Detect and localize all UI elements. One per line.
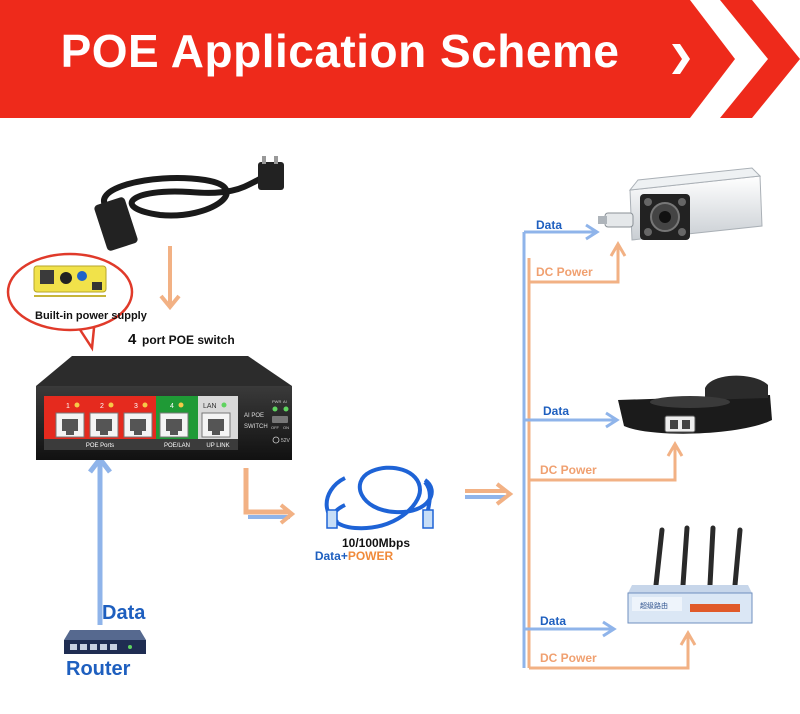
power-arrow [159,246,181,311]
wifi-router-icon: 超级路由 [627,525,753,624]
router-data-arrow [88,454,112,625]
cable-speed-label: 10/100Mbps [342,536,410,550]
wifi-power-label: DC Power [540,651,597,665]
header-banner [0,0,800,118]
switch-caption-text: port POE switch [142,333,235,347]
switch-word: SWITCH [244,424,268,430]
rj45-port-3 [123,412,153,438]
rj45-port-lan [201,412,231,438]
camera-power-label: DC Power [536,265,593,279]
power-cord-icon [94,156,284,251]
phone-branch [524,411,684,482]
page-title: POE Application Scheme [60,25,620,77]
poe-switch: 1 2 3 4 LAN POE Ports POE/LAN UP LINK AI… [36,356,292,460]
phone-power-label: DC Power [540,463,597,477]
router-icon [64,630,146,654]
brand-text: AI POE [244,413,264,419]
port-number-1: 1 [66,403,70,410]
switch-out-arrow [243,468,296,525]
led-label-on: ON [283,425,289,430]
led-label-pwr: PWR [272,399,281,404]
cable-power-word: POWER [348,549,394,563]
led-label-ai: AI [283,399,287,404]
chevron-right-icon [672,44,690,74]
phone-data-label: Data [543,404,569,418]
camera-icon [598,167,763,241]
ai-led-icon [283,406,289,412]
led-label-off: OFF [271,425,280,430]
dip-switch-icon [272,416,288,423]
cable-plus: + [341,549,348,563]
voltage-label: 52V [281,438,291,444]
ethernet-cable-icon [324,465,434,531]
wifi-data-label: Data [540,614,566,628]
dc-jack-icon [272,436,280,444]
ip-phone-icon [618,375,772,434]
port-number-4: 4 [170,403,174,410]
cable-data-word: Data [315,549,341,563]
cable-out-arrow [465,482,514,506]
poe-lan-label: POE/LAN [164,443,190,449]
power-supply-bubble [6,252,134,352]
wifi-branch [524,620,697,670]
wifi-router-screen-text: 超级路由 [640,601,668,610]
port-number-3: 3 [134,403,138,410]
rj45-port-1 [55,412,85,438]
rj45-port-4 [159,412,189,438]
router-name: Router [66,658,131,680]
poe-ports-label: POE Ports [86,443,114,449]
camera-data-label: Data [536,218,562,232]
router-data-label: Data [102,602,146,624]
port-number-2: 2 [100,403,104,410]
port-number-lan: LAN [203,403,217,410]
cable-data-power-label: Data+POWER [315,549,394,563]
switch-caption-number: 4 [128,331,137,348]
pwr-led-icon [272,406,278,412]
rj45-port-2 [89,412,119,438]
uplink-label: UP LINK [206,443,229,449]
camera-branch [524,223,627,284]
power-supply-label: Built-in power supply [35,310,148,322]
